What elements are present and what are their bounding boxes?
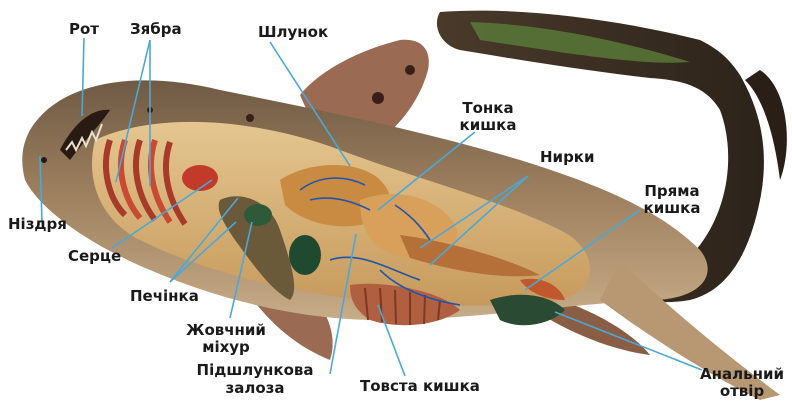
label-rectum-line1: Пряма [637, 183, 707, 200]
label-stomach: Шлунок [258, 24, 328, 41]
label-pancreas-line1: Підшлункова [196, 362, 314, 379]
label-gallbladder-line1: Жовчний [178, 322, 274, 339]
label-gallbladder-line2: міхур [178, 339, 274, 356]
label-small-intestine-line1: Тонка [456, 100, 520, 117]
nostril-mark [41, 157, 47, 163]
label-large-intestine: Товста кишка [360, 378, 480, 395]
label-rectum-line2: кишка [637, 200, 707, 217]
label-liver: Печінка [130, 288, 199, 305]
heart-organ [182, 165, 218, 191]
label-kidneys: Нирки [540, 149, 595, 166]
body-spot [246, 114, 254, 122]
label-gills: Зябра [130, 21, 182, 38]
label-anus-line1: Анальний [695, 366, 789, 383]
label-pancreas-line2: залоза [196, 380, 314, 397]
gallbladder-organ [244, 204, 272, 226]
fin-spot [405, 65, 415, 75]
label-nostril: Ніздря [8, 216, 67, 233]
green-organ-2 [289, 235, 321, 275]
label-small-intestine-line2: кишка [456, 117, 520, 134]
fin-spot [372, 92, 384, 104]
label-heart: Серце [68, 248, 121, 265]
label-anus-line2: отвір [695, 383, 789, 400]
label-mouth: Рот [69, 21, 99, 38]
